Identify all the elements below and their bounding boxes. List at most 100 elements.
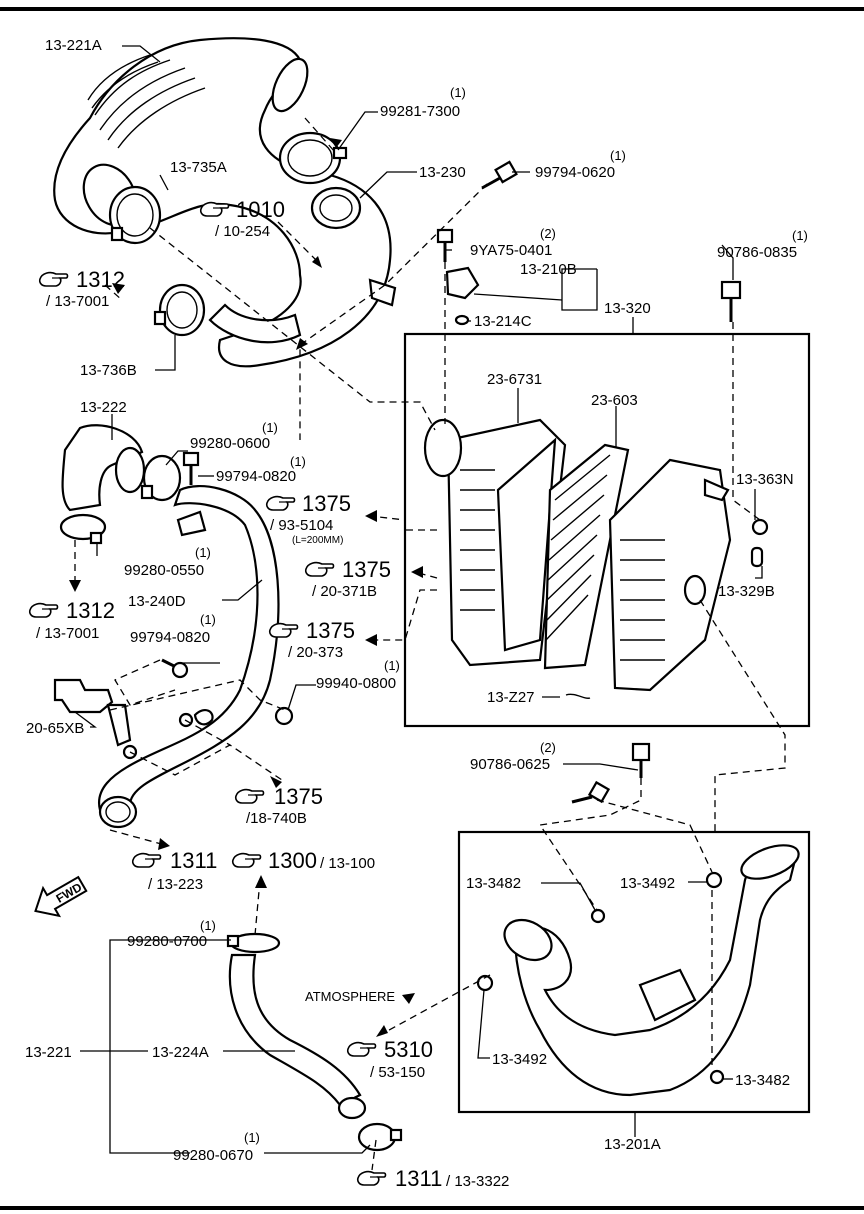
ref-sub: / 13-7001 xyxy=(36,625,99,642)
reference-hand-icon xyxy=(28,602,59,618)
part-qty: (1) xyxy=(384,658,400,673)
air-cleaner-cover-23-6731 xyxy=(423,418,567,667)
part-label: 13-Z27 xyxy=(487,689,535,706)
bolt-99794-0620 xyxy=(481,160,518,190)
reference-hand-icon xyxy=(199,201,230,217)
ref-sub: / 10-254 xyxy=(215,223,270,240)
part-label: 99281-7300 xyxy=(380,103,460,120)
atmosphere-label: ATMOSPHERE xyxy=(305,989,395,1004)
part-qty: (1) xyxy=(262,420,278,435)
reference-hand-icon xyxy=(268,622,299,638)
ref-number: 1311 xyxy=(170,848,217,873)
nut-13-3492-upper xyxy=(705,871,723,889)
ref-number: 1375 xyxy=(302,491,351,516)
part-qty: (1) xyxy=(450,85,466,100)
leader-lines xyxy=(74,45,763,1154)
part-labels: 13-221A (1) 99281-7300 13-735A 13-230 (1… xyxy=(25,37,808,1164)
hose-13-736 xyxy=(208,303,302,344)
part-label: 99940-0800 xyxy=(316,675,396,692)
air-cleaner-case xyxy=(608,458,732,692)
part-label: 99794-0820 xyxy=(130,629,210,646)
part-label: 99280-0670 xyxy=(173,1147,253,1164)
reference-hand-icon xyxy=(234,788,265,804)
part-label: 13-201A xyxy=(604,1136,661,1153)
ref-number: 1300 xyxy=(268,848,317,873)
clamp-99280-0670 xyxy=(357,1122,403,1152)
part-label: 13-3492 xyxy=(492,1051,547,1068)
part-label: 13-329B xyxy=(718,583,775,600)
part-label: 13-3482 xyxy=(466,875,521,892)
reference-hand-icon xyxy=(304,561,335,577)
hose-13-224A xyxy=(228,953,367,1120)
ref-sub: / 13-223 xyxy=(148,876,203,893)
sensor-13-210B xyxy=(445,266,480,326)
part-qty: (1) xyxy=(290,454,306,469)
part-label: 90786-0625 xyxy=(470,756,550,773)
ref-sub: / 93-5104 xyxy=(270,517,333,534)
nut-13-3482-upper xyxy=(590,908,606,924)
grommet-13-329B xyxy=(750,546,764,568)
part-qty: (2) xyxy=(540,226,556,241)
part-qty: (1) xyxy=(610,148,626,163)
part-label: 13-3492 xyxy=(620,875,675,892)
part-label: 99794-0620 xyxy=(535,164,615,181)
reference-hand-icon xyxy=(346,1041,377,1057)
part-label: 13-240D xyxy=(128,593,186,610)
clip-13-Z27 xyxy=(565,693,591,700)
reference-hand-icon xyxy=(231,852,262,868)
ref-number: 5310 xyxy=(384,1037,433,1062)
reference-hand-icon xyxy=(356,1170,387,1186)
part-label: 13-320 xyxy=(604,300,651,317)
ref-number: 1312 xyxy=(66,598,115,623)
clamp-99281-7300 xyxy=(278,131,348,185)
intake-pipe-box-frame xyxy=(457,830,811,1114)
part-qty: (2) xyxy=(540,740,556,755)
ref-number: 1375 xyxy=(274,784,323,809)
hose-13-240D xyxy=(97,485,280,829)
part-label: 23-603 xyxy=(591,392,638,409)
resonator-13-230 xyxy=(310,186,397,307)
ref-number: 1010 xyxy=(236,197,285,222)
reference-labels: 1010 / 10-254 1312 / 13-7001 1375 / 93-5… xyxy=(36,197,509,1191)
ref-sub: / 13-100 xyxy=(320,855,375,872)
ref-sub: / 20-371B xyxy=(312,583,377,600)
reference-hand-icon xyxy=(131,852,162,868)
part-label: 99280-0550 xyxy=(124,562,204,579)
part-label: 13-230 xyxy=(419,164,466,181)
clamp-99280-0550 xyxy=(59,513,107,545)
part-qty: (1) xyxy=(195,545,211,560)
nut-13-3492-lower xyxy=(476,974,494,992)
part-label: 13-736B xyxy=(80,362,137,379)
part-label: 13-221 xyxy=(25,1044,72,1061)
part-label: 13-210B xyxy=(520,261,577,278)
reference-hand-icon xyxy=(38,271,69,287)
part-label: 90786-0835 xyxy=(717,244,797,261)
nut-13-363N xyxy=(751,518,769,536)
part-label: 13-214C xyxy=(474,313,532,330)
ref-number: 1375 xyxy=(306,618,355,643)
part-label: 13-735A xyxy=(170,159,227,176)
ref-sub: / 13-3322 xyxy=(446,1173,509,1190)
part-label: 13-224A xyxy=(152,1044,209,1061)
part-label: 20-65XB xyxy=(26,720,84,737)
reference-hand-icon xyxy=(265,495,296,511)
air-filter-23-603 xyxy=(543,443,630,670)
clamp-99280-0700 xyxy=(226,932,281,954)
ref-number: 1312 xyxy=(76,267,125,292)
intake-pipe-13-201A xyxy=(503,844,800,1097)
part-qty: (1) xyxy=(200,612,216,627)
ref-number: 1311 xyxy=(395,1166,442,1191)
part-label: 9YA75-0401 xyxy=(470,242,552,259)
hose-13-222 xyxy=(61,424,146,512)
clamp-13-735A xyxy=(108,185,162,245)
ref-note: (L=200MM) xyxy=(292,535,343,546)
grommets-18-740B xyxy=(122,708,214,760)
bracket-20-65XB xyxy=(53,678,132,747)
fwd-arrow-icon: FWD xyxy=(34,875,88,918)
ref-sub: / 13-7001 xyxy=(46,293,109,310)
part-label: 23-6731 xyxy=(487,371,542,388)
part-label: 99280-0700 xyxy=(127,933,207,950)
part-label: 13-222 xyxy=(80,399,127,416)
bolt-90786-0625 xyxy=(571,742,651,804)
ref-sub: / 20-373 xyxy=(288,644,343,661)
